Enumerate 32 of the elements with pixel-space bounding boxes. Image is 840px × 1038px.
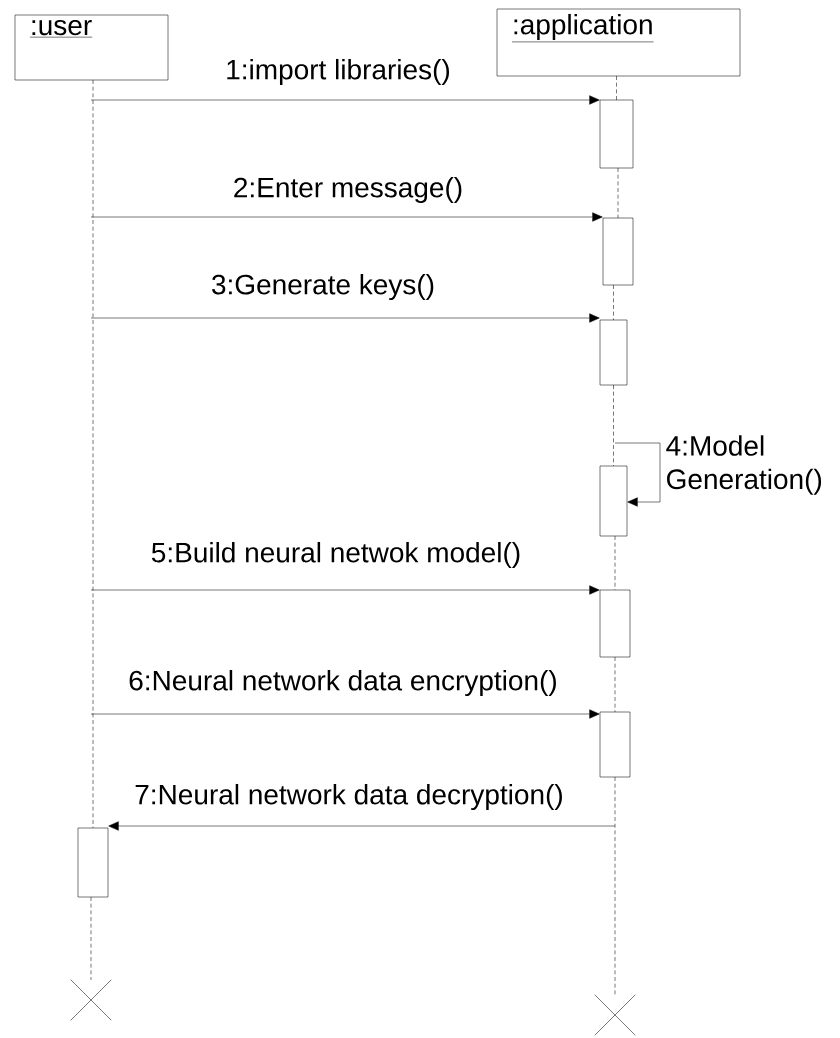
activation-bar <box>599 465 628 537</box>
lifeline <box>614 776 616 996</box>
destruction-mark <box>70 979 112 1021</box>
message-arrow <box>90 95 600 105</box>
message-label: 2:Enter message() <box>234 176 462 204</box>
message-arrow <box>614 442 661 507</box>
message-label: 7:Neural network data decryption() <box>135 783 562 811</box>
message-arrow <box>90 585 600 595</box>
lifeline <box>614 656 616 713</box>
object-box: :application <box>496 8 741 77</box>
message-arrow <box>90 709 600 719</box>
lifeline <box>617 167 619 219</box>
message-arrow <box>90 313 600 323</box>
activation-bar <box>599 319 628 386</box>
activation-bar <box>599 99 634 169</box>
lifeline <box>613 284 614 321</box>
lifeline <box>614 535 616 591</box>
message-label: 4:Model Generation() <box>666 435 822 495</box>
lifeline <box>616 75 617 101</box>
activation-bar <box>77 827 109 898</box>
message-label: 5:Build neural netwok model() <box>151 541 520 569</box>
destruction-mark <box>594 994 636 1036</box>
message-label: 1:import libraries() <box>227 58 449 86</box>
activation-bar <box>602 217 634 286</box>
activation-bar <box>599 589 631 658</box>
message-arrow <box>108 821 616 831</box>
lifeline <box>90 896 92 981</box>
message-label: 3:Generate keys() <box>212 273 434 301</box>
message-arrow <box>90 212 603 222</box>
object-box: :user <box>14 14 169 81</box>
message-label: 6:Neural network data encryption() <box>129 669 556 697</box>
activation-bar <box>599 711 631 778</box>
